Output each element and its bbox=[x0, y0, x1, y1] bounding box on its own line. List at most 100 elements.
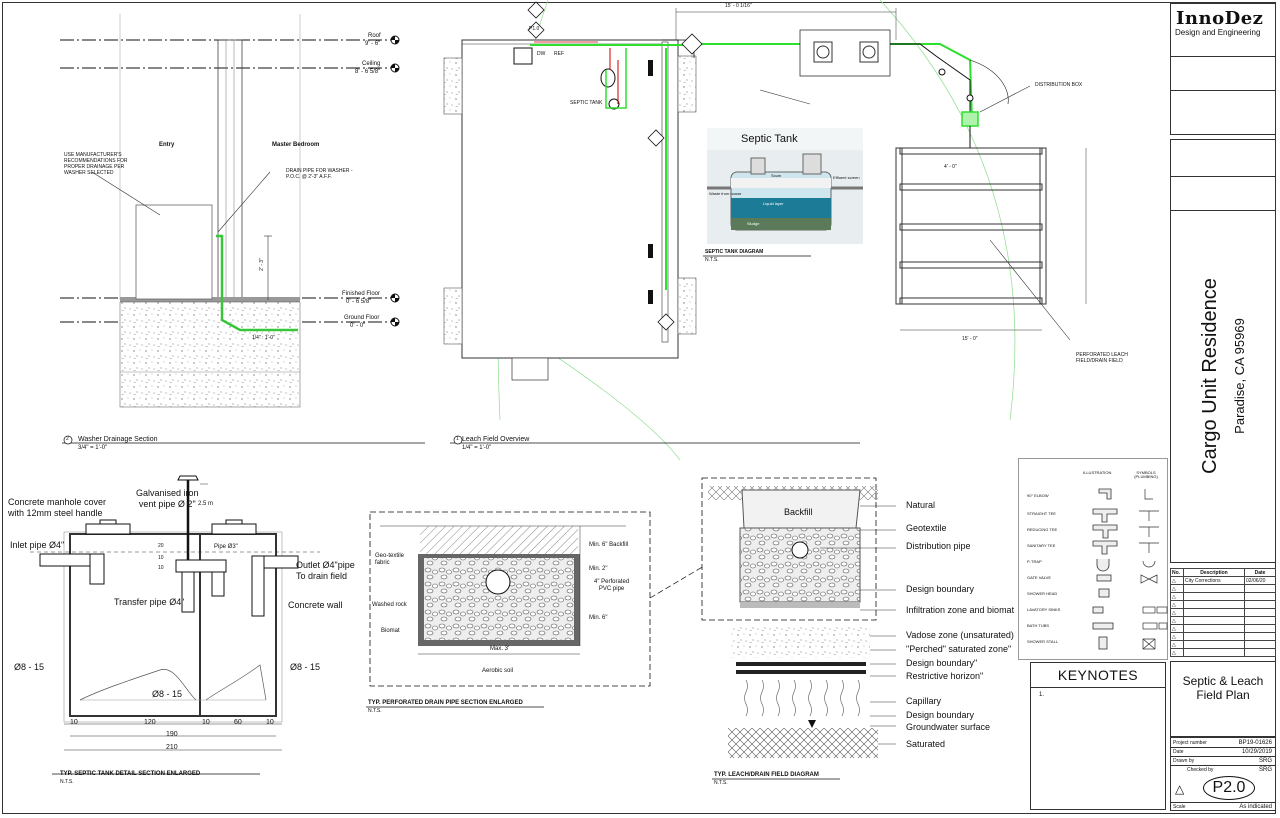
sheet-name: Septic & Leach Field Plan bbox=[1182, 674, 1264, 702]
septic-photo-waste: Waste from house bbox=[709, 191, 742, 196]
dim-spacing: 4' - 0" bbox=[944, 164, 957, 170]
dia-mid: Ø8 - 15 bbox=[152, 689, 183, 699]
lbl-infiltration-zone: Infiltration zone and biomat bbox=[906, 605, 1015, 615]
keynotes-panel: KEYNOTES 1. bbox=[1030, 662, 1166, 810]
distribution-box-label: DISTRIBUTION BOX bbox=[1035, 82, 1083, 88]
dim-190: 190 bbox=[166, 731, 178, 738]
aerobic-soil-label: Aerobic soil bbox=[482, 668, 514, 674]
lbl-vadose-zone: Vadose zone (unsaturated) bbox=[906, 630, 1014, 640]
room-entry-label: Entry bbox=[159, 142, 175, 148]
dim-bottom: 15' - 0" bbox=[962, 336, 978, 342]
tag-ref: REF bbox=[554, 51, 564, 57]
drawn-by-label: Drawn by bbox=[1173, 758, 1195, 764]
project-number: BP19-01626 bbox=[1238, 740, 1272, 746]
inlet-label: Inlet pipe Ø4" bbox=[10, 540, 65, 550]
tag-p10: P1.0 bbox=[529, 26, 540, 32]
legend-row: STRAIGHT TEE bbox=[1027, 511, 1056, 516]
sheet-info-box: Project number BP19-01626 Date 10/29/201… bbox=[1170, 737, 1276, 811]
legend-row: LAVATORY SINKS bbox=[1027, 607, 1061, 612]
level-roof-elevation: 9' - 6" bbox=[365, 41, 381, 47]
level-ground-floor-label: Ground Floor bbox=[344, 315, 380, 321]
company-logo: InnoDez bbox=[1176, 8, 1264, 29]
sheet-date: 10/29/2019 bbox=[1241, 749, 1272, 755]
legend-row: REDUCING TEE bbox=[1027, 527, 1058, 532]
lbl-groundwater-surface: Groundwater surface bbox=[906, 722, 991, 732]
septic-tank-photo: Septic Tank Scum Liquid layer Sludge Eff… bbox=[707, 128, 863, 244]
title-block: InnoDez Design and Engineering Cargo Uni… bbox=[1170, 3, 1276, 813]
lbl-geotextile: Geotextile bbox=[906, 523, 947, 533]
level-finished-floor-elevation: 0' - 6 5/8" bbox=[346, 299, 372, 305]
pipe3-label: Pipe Ø3" bbox=[214, 544, 238, 550]
project-number-label: Project number bbox=[1173, 740, 1207, 746]
rev-header-date: Date bbox=[1244, 568, 1276, 577]
transfer-pipe-label: Transfer pipe Ø4" bbox=[114, 597, 185, 607]
legend-col-symbols: SYMBOLS (PLUMBING) bbox=[1134, 470, 1158, 479]
level-ground-floor-elevation: 0' - 0" bbox=[350, 323, 366, 329]
section-1-scale: 1/4" = 1'-0" bbox=[462, 445, 492, 451]
septic-diagram-caption: SEPTIC TANK DIAGRAM bbox=[705, 249, 764, 255]
pipe-section-caption: TYP. PERFORATED DRAIN PIPE SECTION ENLAR… bbox=[368, 700, 523, 706]
leach-field-overview bbox=[443, 0, 1087, 460]
dims-row: 10 120 10 60 10 bbox=[70, 719, 274, 726]
lbl-perched-zone: "Perched" saturated zone" bbox=[906, 644, 1012, 654]
legend-symbols bbox=[1092, 488, 1168, 650]
lbl-design-boundary-1: Design boundary bbox=[906, 584, 975, 594]
lbl-saturated: Saturated bbox=[906, 739, 946, 749]
revisions-table: No. Description Date △ City Corrections … bbox=[1170, 568, 1276, 657]
drain-pipe-note: DRAIN PIPE FOR WASHER -P.O.C. @ 2'-3" A.… bbox=[286, 168, 353, 180]
room-master-bedroom-label: Master Bedroom bbox=[272, 142, 320, 148]
washed-rock-label: Washed rock bbox=[372, 602, 407, 608]
revision-triangle-icon: △ bbox=[1175, 782, 1185, 796]
dim-10b: 10 bbox=[158, 565, 164, 571]
min2-label: Min. 2" bbox=[589, 566, 608, 572]
dia-right: Ø8 - 15 bbox=[290, 662, 321, 672]
keynote-item: 1. bbox=[1031, 687, 1165, 702]
leach-diagram-nts: N.T.S. bbox=[714, 780, 728, 786]
lbl-restrictive-horizon: Restrictive horizon" bbox=[906, 671, 984, 681]
legend-row: SHOWER HEAD bbox=[1027, 591, 1058, 596]
septic-diagram-nts: N.T.S. bbox=[705, 257, 719, 263]
level-ceiling-elevation: 8' - 6 5/8" bbox=[355, 69, 381, 75]
pipe-section-nts: N.T.S. bbox=[368, 708, 382, 714]
section-1-number: 1 bbox=[456, 436, 459, 442]
washer-drainage-section bbox=[60, 14, 425, 445]
rev-row-description: City Corrections bbox=[1183, 576, 1245, 585]
section-2-number: 2 bbox=[66, 436, 69, 442]
tank-detail-caption: TYP. SEPTIC TANK DETAIL SECTION ENLARGED bbox=[60, 771, 201, 777]
lbl-design-boundary-2: Design boundary" bbox=[906, 658, 978, 668]
level-ceiling-label: Ceiling bbox=[362, 61, 381, 67]
septic-tank-detail bbox=[30, 475, 320, 775]
sheet-name-box: Septic & Leach Field Plan bbox=[1170, 661, 1276, 737]
company-box: InnoDez Design and Engineering bbox=[1170, 3, 1276, 135]
checked-by-label: Checked by bbox=[1187, 767, 1214, 773]
fixture-legend: ILLUSTRATION SYMBOLS (PLUMBING) 90° ELBO… bbox=[1018, 458, 1168, 660]
legend-row: P-TRAP bbox=[1027, 559, 1042, 564]
septic-photo-scum: Scum bbox=[771, 173, 782, 178]
lbl-design-boundary-3: Design boundary bbox=[906, 710, 975, 720]
biomat-label: Biomat bbox=[381, 628, 400, 634]
septic-photo-title: Septic Tank bbox=[741, 133, 798, 145]
section-1-title: Leach Field Overview bbox=[462, 436, 530, 443]
lbl-capillary: Capillary bbox=[906, 696, 942, 706]
dim-top: 15' - 0 1/16" bbox=[725, 3, 752, 9]
legend-row: SANITARY TEE bbox=[1027, 543, 1056, 548]
sheet-scale: As indicated bbox=[1239, 804, 1272, 810]
leach-field-diagram bbox=[701, 477, 896, 758]
date-label: Date bbox=[1173, 749, 1184, 755]
perforated-pipe-section bbox=[369, 511, 705, 687]
section-2-title: Washer Drainage Section bbox=[78, 436, 158, 443]
level-roof-label: Roof bbox=[368, 33, 381, 39]
tag-dw: DW bbox=[537, 51, 546, 57]
septic-tank-label: SEPTIC TANK bbox=[570, 100, 603, 106]
tank-detail-nts: N.T.S. bbox=[60, 779, 74, 785]
dim-slope: 1/4" : 1'-0" bbox=[252, 335, 275, 341]
sheet-number: P2.0 bbox=[1203, 776, 1255, 800]
checked-by: SRG bbox=[1258, 767, 1272, 773]
septic-photo-effluent: Effluent screen bbox=[833, 175, 860, 180]
